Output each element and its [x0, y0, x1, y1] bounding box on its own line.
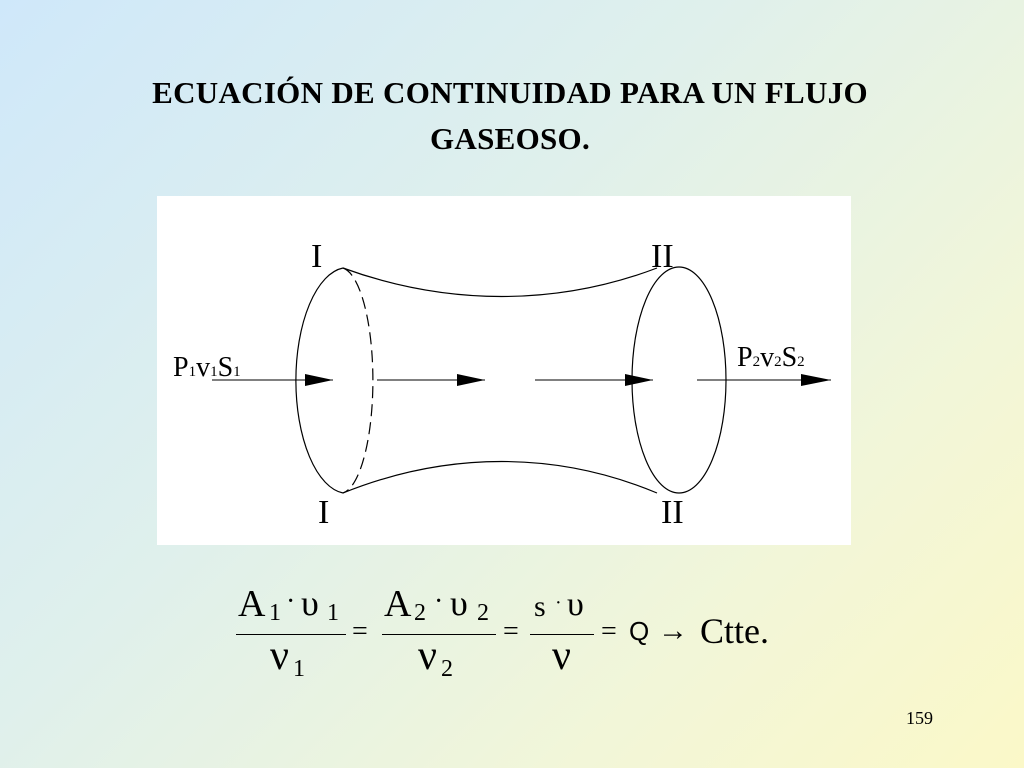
frac3-bar — [530, 634, 594, 635]
section-i-back-edge — [342, 267, 374, 494]
inlet-pressure-index: 1 — [188, 364, 197, 380]
tube-bottom-wall — [342, 460, 658, 494]
tube-top-wall — [342, 267, 658, 298]
frac2-numerator-var: A — [384, 583, 412, 625]
outlet-state-label: P2v2S2 — [737, 344, 805, 376]
equals-1: = — [352, 616, 368, 647]
implies-arrow: → — [658, 614, 688, 647]
frac1-numerator-velocity: υ — [301, 583, 319, 623]
flow-tube-drawing — [212, 266, 831, 494]
slide-title-line1: ECUACIÓN DE CONTINUIDAD PARA UN FLUJO — [152, 75, 868, 110]
inlet-velocity-index: 1 — [210, 364, 218, 380]
frac1-numerator-var: A — [238, 583, 266, 625]
flow-rate-q: Q — [629, 616, 650, 646]
frac3-denominator-var: ν — [552, 633, 571, 679]
inlet-section: S — [217, 352, 234, 383]
outlet-velocity: v — [760, 342, 775, 373]
arrow-head-4 — [801, 374, 831, 386]
outlet-pressure: P — [737, 342, 753, 373]
outlet-section-index: 2 — [797, 354, 805, 370]
frac1-numerator-dot: · — [286, 586, 296, 617]
frac3-numerator-s: s — [534, 590, 546, 623]
outlet-velocity-index: 2 — [774, 354, 782, 370]
frac2-denominator-sub: 2 — [441, 656, 453, 682]
frac3-numerator-velocity: υ — [567, 586, 584, 623]
frac2-numerator-velocity: υ — [450, 583, 468, 623]
slide-title-line2: GASEOSO. — [429, 121, 591, 156]
equals-2: = — [503, 616, 519, 647]
constant-label: Ctte. — [700, 611, 769, 651]
frac3-numerator-dot: · — [555, 592, 562, 614]
frac1-denominator-var: ν — [270, 633, 289, 679]
arrow-head-2 — [457, 374, 485, 386]
section-label-i-bottom: I — [318, 494, 330, 531]
section-label-i-top: I — [311, 238, 323, 275]
frac1-numerator-velocity-sub: 1 — [327, 600, 339, 626]
frac2-numerator-velocity-sub: 2 — [477, 600, 489, 626]
section-label-ii-bottom: II — [661, 494, 684, 531]
inlet-state-label: P1v1S1 — [173, 354, 241, 386]
frac2-denominator-var: ν — [418, 633, 437, 679]
outlet-section: S — [781, 342, 798, 373]
frac1-denominator-sub: 1 — [293, 656, 305, 682]
inlet-section-index: 1 — [233, 364, 241, 380]
inlet-velocity: v — [196, 352, 211, 383]
frac2-bar — [382, 634, 496, 635]
inlet-pressure: P — [173, 352, 189, 383]
frac2-numerator-sub: 2 — [414, 600, 426, 626]
equals-3: = — [601, 616, 617, 647]
arrow-head-1 — [305, 374, 333, 386]
frac2-numerator-dot: · — [434, 586, 444, 617]
frac1-bar — [236, 634, 346, 635]
frac1-numerator-sub: 1 — [269, 600, 281, 626]
section-label-ii-top: II — [651, 238, 674, 275]
page-number: 159 — [906, 708, 933, 728]
arrow-head-3 — [625, 374, 653, 386]
slide-title: ECUACIÓN DE CONTINUIDAD PARA UN FLUJO GA… — [80, 70, 940, 162]
flow-tube-diagram: I II I II P1v1S1 P2v2S2 — [157, 196, 851, 545]
outlet-pressure-index: 2 — [752, 354, 761, 370]
